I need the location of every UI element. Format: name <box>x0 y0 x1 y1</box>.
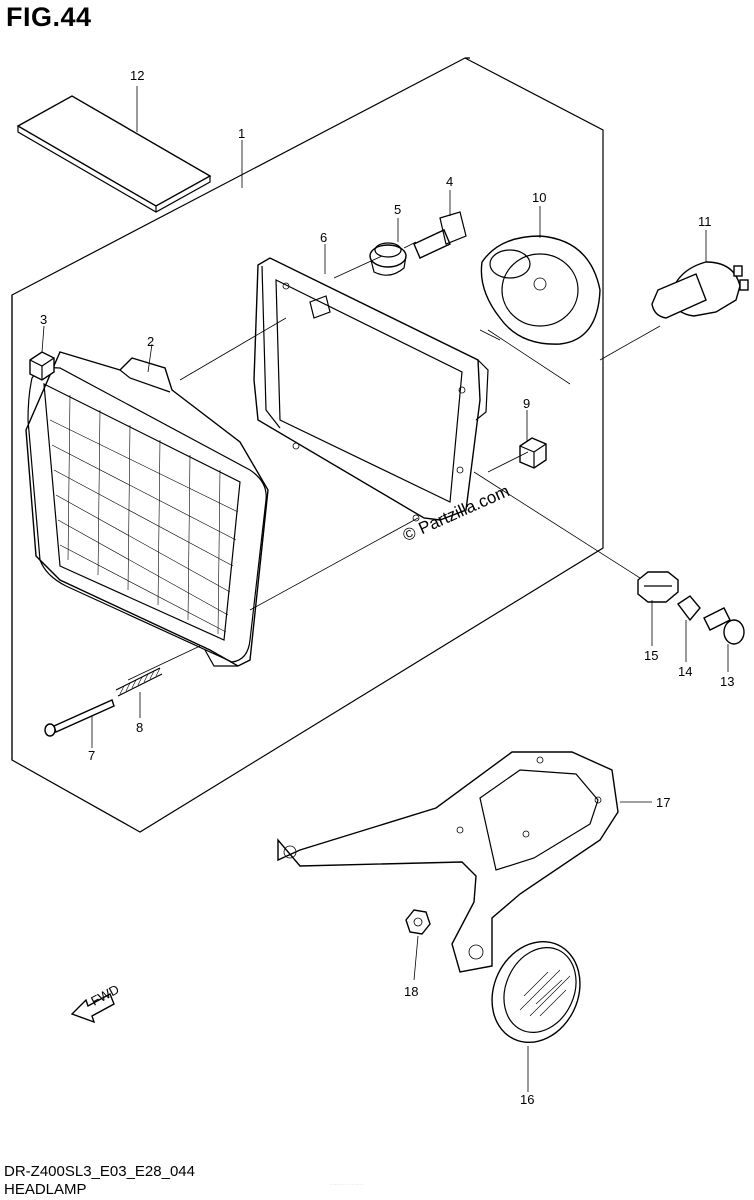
callout-2: 2 <box>147 334 154 349</box>
part-6-headlamp-frame <box>253 257 489 522</box>
part-13-screw <box>703 607 745 645</box>
part-11-bulb <box>651 261 749 319</box>
callout-7: 7 <box>88 748 95 763</box>
section-name: HEADLAMP <box>4 1181 87 1198</box>
callout-18: 18 <box>404 984 418 999</box>
callout-15: 15 <box>644 648 658 663</box>
part-9-clip-nut <box>519 437 547 469</box>
part-5-grommet <box>369 242 407 276</box>
explode-lines <box>127 241 661 681</box>
part-7-adjust-screw <box>44 699 115 737</box>
part-10-socket-boot <box>480 235 601 345</box>
part-17-bracket <box>277 751 619 973</box>
callout-1: 1 <box>238 126 245 141</box>
callout-13: 13 <box>720 674 734 689</box>
part-15-bushing <box>637 571 679 603</box>
callout-17: 17 <box>656 795 670 810</box>
callout-4: 4 <box>446 174 453 189</box>
callout-10: 10 <box>532 190 546 205</box>
part-18-nut <box>405 909 431 935</box>
fwd-arrow-icon: FWD <box>70 982 122 1024</box>
callout-3: 3 <box>40 312 47 327</box>
callout-16: 16 <box>520 1092 534 1107</box>
callout-9: 9 <box>523 396 530 411</box>
callout-11: 11 <box>698 214 712 229</box>
figure-title: FIG.44 <box>6 2 92 32</box>
part-16-reflector <box>491 940 581 1044</box>
callout-12: 12 <box>130 68 144 83</box>
part-2-headlamp-unit <box>25 351 269 667</box>
part-14-collar <box>676 595 701 622</box>
callout-5: 5 <box>394 202 401 217</box>
callout-6: 6 <box>320 230 327 245</box>
part-4-bolt <box>413 211 467 259</box>
part-12-label-sticker <box>16 95 212 213</box>
model-code: DR-Z400SL3_E03_E28_044 <box>4 1163 195 1180</box>
fine-print: · · · · · · · · · · · · · · <box>330 1182 364 1187</box>
part-8-spring <box>115 667 163 697</box>
callout-14: 14 <box>678 664 692 679</box>
callout-labels: 12 1 2 3 4 5 6 10 11 9 15 14 13 7 8 17 1… <box>40 68 734 1107</box>
callout-8: 8 <box>136 720 143 735</box>
leader-lines <box>41 86 729 1092</box>
